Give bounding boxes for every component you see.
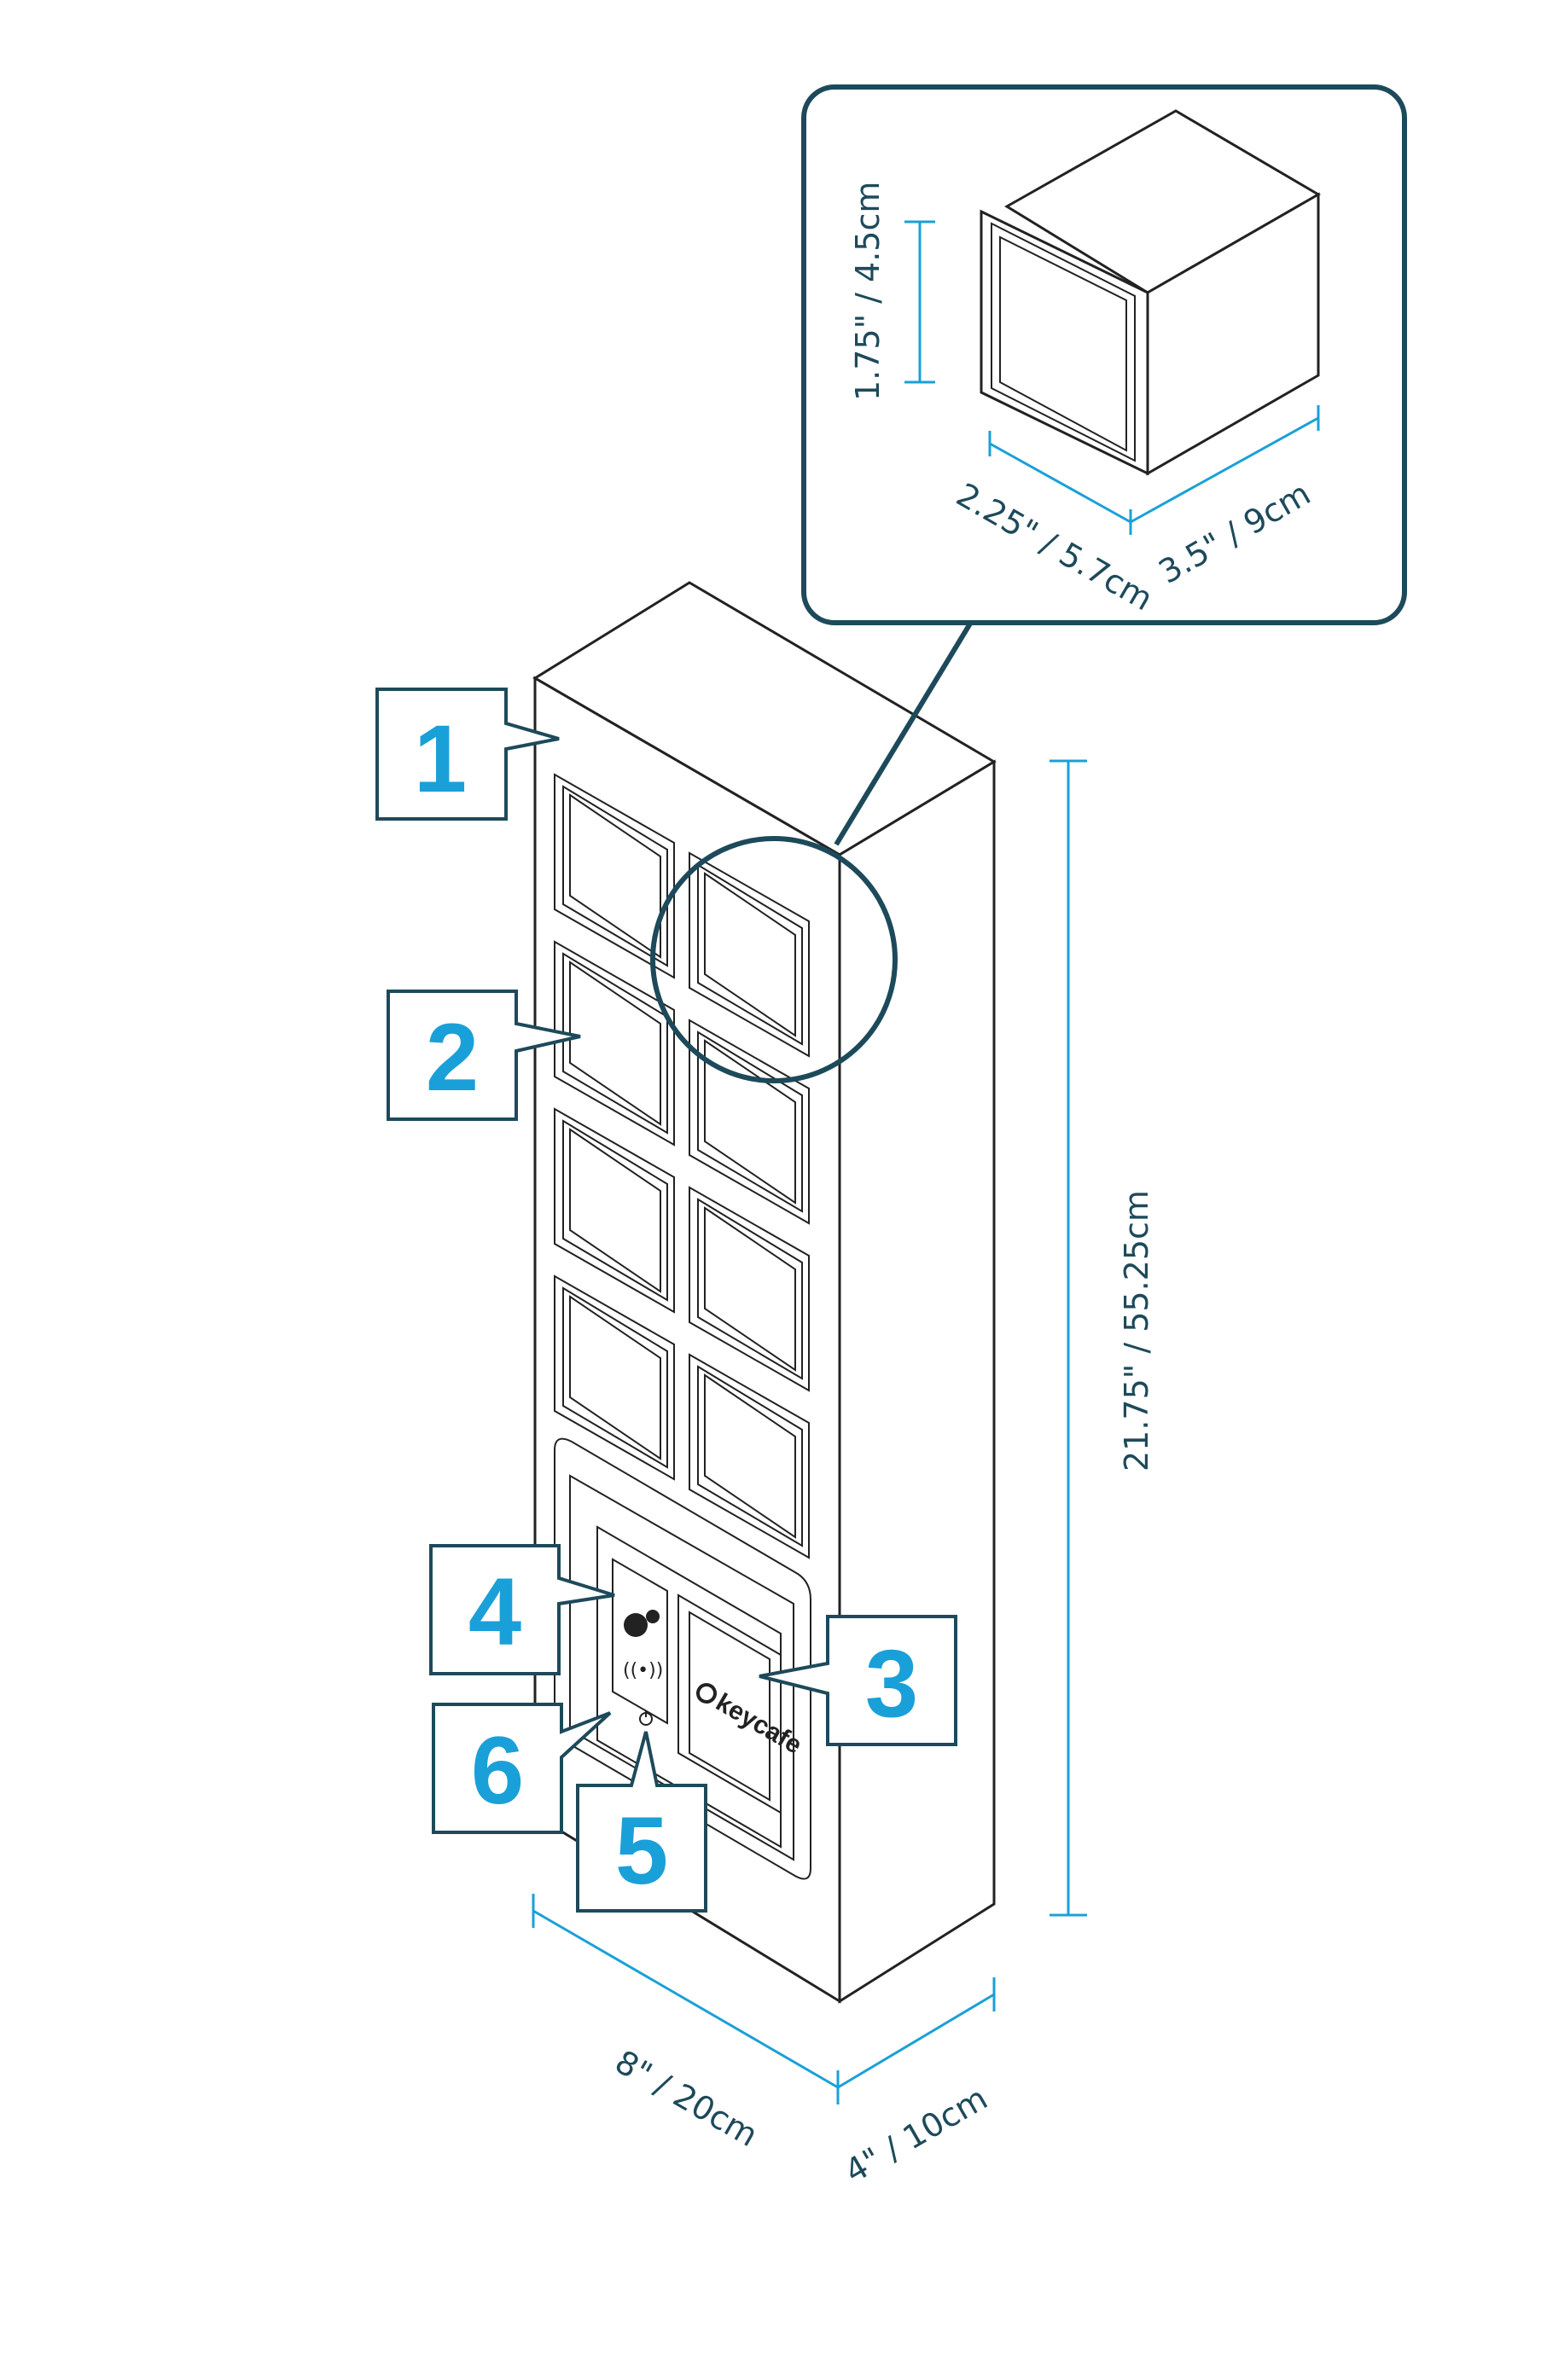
inset-detail: 1.75" / 4.5cm 2.25" / 5.7cm 3.5" / 9cm xyxy=(801,84,1407,625)
depth-label: 4" / 10cm xyxy=(839,2079,994,2191)
keycafe-logo-icon xyxy=(696,1683,717,1704)
svg-text:4: 4 xyxy=(468,1559,521,1665)
callout-2: 2 xyxy=(387,990,581,1121)
compartment-doors xyxy=(554,773,810,1559)
svg-text:6: 6 xyxy=(471,1717,524,1824)
compartment-height-label: 1.75" / 4.5cm xyxy=(849,182,887,401)
width-label: 8" / 20cm xyxy=(609,2043,765,2155)
compartment-door xyxy=(554,1107,675,1314)
compartment-door xyxy=(554,773,675,979)
card-reader-panel: ((•)) xyxy=(612,1558,668,1726)
svg-text:5: 5 xyxy=(615,1797,668,1904)
nfc-icon: ((•)) xyxy=(623,1660,663,1681)
compartment-door xyxy=(689,851,810,1058)
callout-6: 6 xyxy=(432,1703,612,1834)
compartment-door xyxy=(689,1186,810,1392)
callout-1: 1 xyxy=(375,688,560,821)
compartment-door xyxy=(689,1353,810,1559)
key-fob-icon xyxy=(624,1613,648,1637)
svg-text:2: 2 xyxy=(426,1004,479,1111)
svg-text:3: 3 xyxy=(865,1630,918,1737)
callout-4: 4 xyxy=(429,1544,615,1675)
svg-text:1: 1 xyxy=(414,705,467,812)
callout-5: 5 xyxy=(576,1731,707,1913)
compartment-grid xyxy=(554,773,810,1559)
height-label: 21.75" / 55.25cm xyxy=(1118,1190,1155,1472)
callout-3: 3 xyxy=(759,1615,957,1746)
compartment-door xyxy=(554,1274,675,1481)
zoom-indicator xyxy=(650,618,975,1083)
